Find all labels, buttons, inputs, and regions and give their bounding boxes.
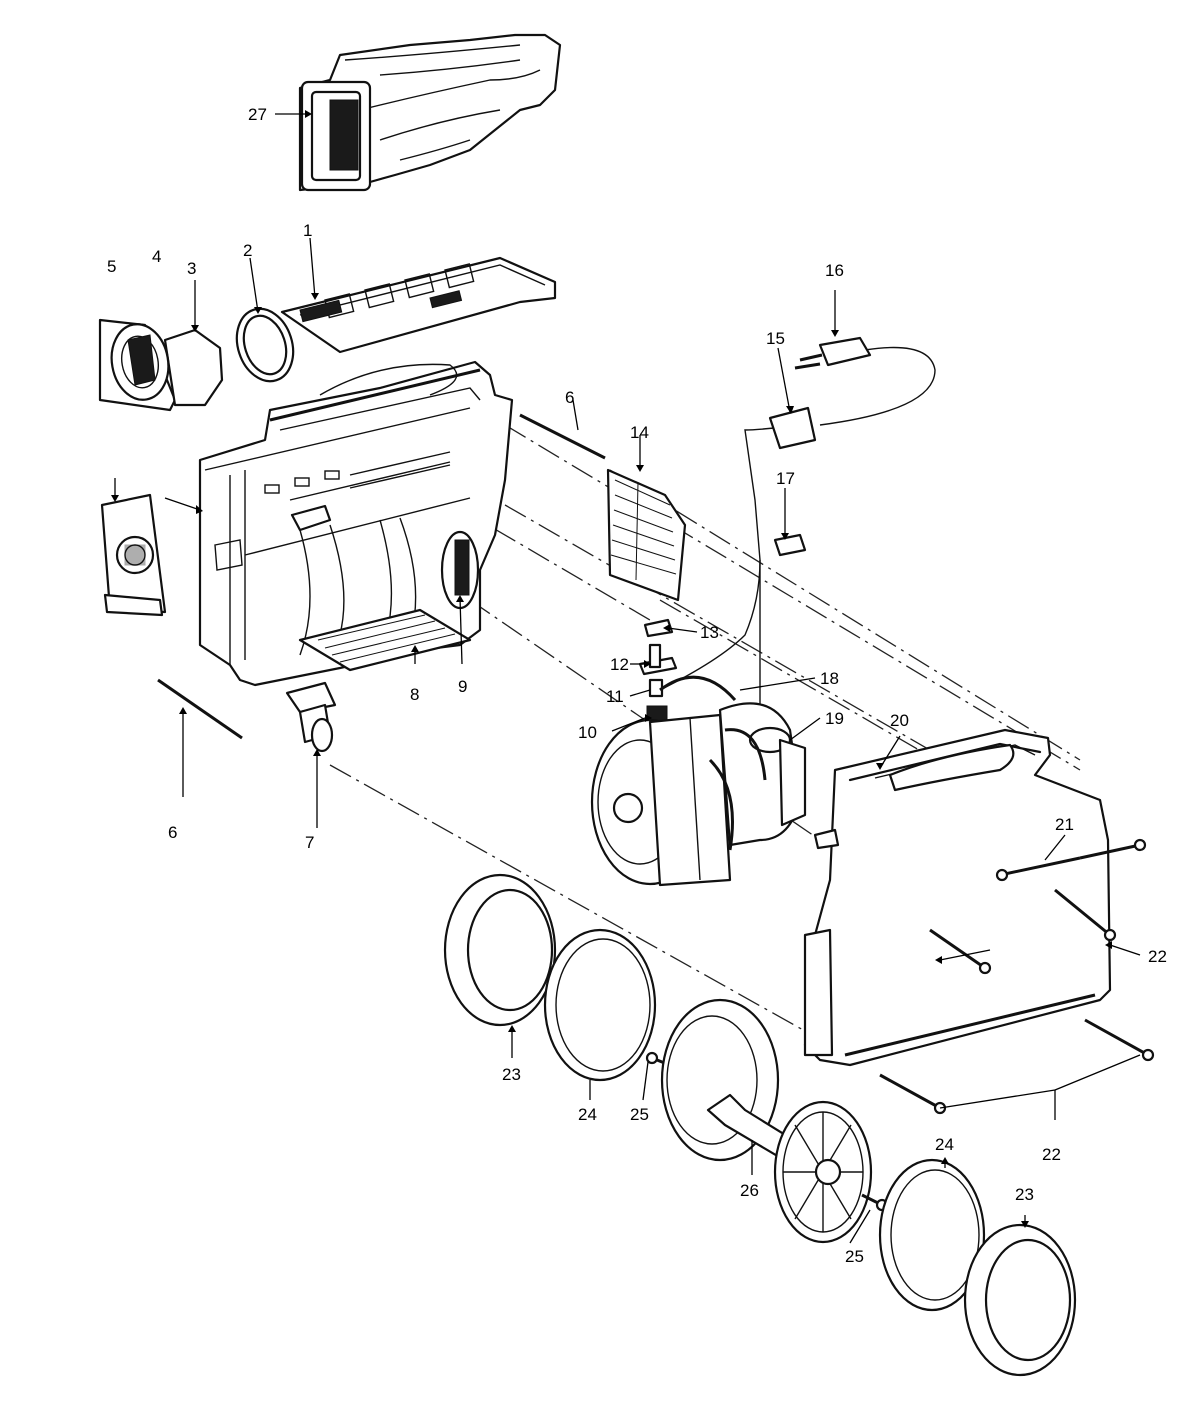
callout-18: 18 [820,669,839,688]
callout-4: 4 [152,247,161,266]
callout-24-left: 24 [578,1105,597,1124]
callout-10: 10 [578,723,597,742]
label-plate [280,256,557,354]
screw-22a [1054,888,1117,942]
screw-22b [929,928,992,975]
wheel-hub-right [773,1100,873,1244]
rear-shell [803,728,1112,1067]
callout-15: 15 [766,329,785,348]
callout-27: 27 [248,105,267,124]
nozzle-adapter [98,318,224,412]
callout-16: 16 [825,261,844,280]
callout-3: 3 [187,259,196,278]
brush-holder [638,643,678,676]
callout-22-upper: 22 [1148,947,1167,966]
callout-17: 17 [776,469,795,488]
callout-12: 12 [610,655,629,674]
callout-22-lower: 22 [1042,1145,1061,1164]
callout-14: 14 [630,423,649,442]
cord-connector [768,406,817,450]
caster [285,681,337,753]
callout-13: 13 [700,623,719,642]
callout-21: 21 [1055,815,1074,834]
plug [794,336,872,370]
callout-8: 8 [410,685,419,704]
power-cord [659,346,936,720]
callout-5: 5 [107,257,116,276]
filter-bag [298,33,562,192]
callout-2: 2 [243,241,252,260]
callout-6-upper: 6 [565,388,574,407]
motor-assembly [590,675,807,887]
leader-lines [114,113,1141,1244]
callout-20: 20 [890,711,909,730]
exhaust-filter [606,468,687,602]
callout-23-left: 23 [502,1065,521,1084]
callout-9: 9 [458,677,467,696]
brush-clip [643,618,674,638]
grille [298,608,472,672]
screw-21a [995,856,1081,882]
rod-upper [519,413,606,460]
callout-labels: 27 1 2 3 4 5 6 6 7 8 9 10 11 12 13 14 15… [107,105,1167,1266]
callout-25-left: 25 [630,1105,649,1124]
cord-clip [773,533,807,557]
seal-ring [235,307,295,383]
rod-lower [157,678,243,740]
callout-24-right: 24 [935,1135,954,1154]
wheel-ring-right [878,1158,986,1312]
screw-22c [1084,1018,1155,1062]
screw-22d [879,1073,947,1115]
callout-1: 1 [303,221,312,240]
callout-6-lower: 6 [168,823,177,842]
callout-11: 11 [606,687,624,706]
callout-23-right: 23 [1015,1185,1034,1204]
tire-right [963,1223,1077,1377]
callout-19: 19 [825,709,844,728]
main-housing [198,360,514,687]
callout-7: 7 [305,833,314,852]
side-cap [100,493,167,617]
arrowheads [111,110,1112,1228]
callout-26: 26 [740,1181,759,1200]
callout-25-right: 25 [845,1247,864,1266]
tire-left [443,873,557,1027]
wheel-ring-left [543,928,657,1082]
screw-21b [1079,838,1147,860]
